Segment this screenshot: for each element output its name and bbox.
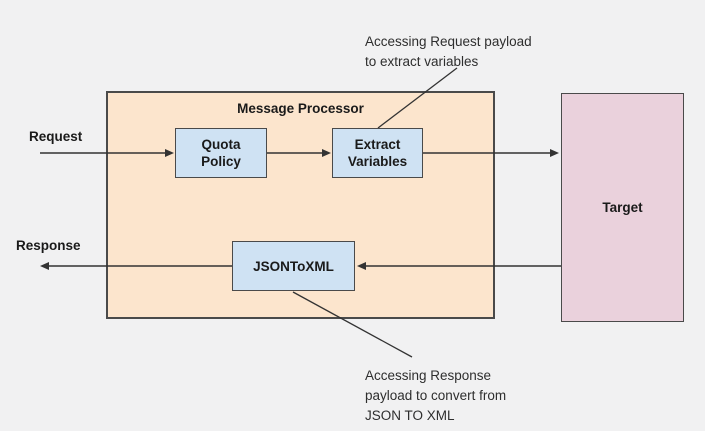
quota-policy-node: Quota Policy xyxy=(175,128,267,178)
quota-policy-label-line1: Quota xyxy=(201,137,241,152)
response-label: Response xyxy=(16,238,81,253)
quota-policy-label-line2: Policy xyxy=(201,154,241,169)
target-node: Target xyxy=(561,93,684,322)
extract-variables-node: Extract Variables xyxy=(332,128,423,178)
request-annotation-line2: to extract variables xyxy=(365,54,479,69)
jsontoxml-label: JSONToXML xyxy=(253,258,334,274)
response-annotation-line2: payload to convert from xyxy=(365,388,507,403)
request-annotation-line1: Accessing Request payload xyxy=(365,34,532,49)
request-label: Request xyxy=(29,129,83,144)
response-annotation-line3: JSON TO XML xyxy=(365,408,455,423)
message-processor-title: Message Processor xyxy=(237,101,364,116)
jsontoxml-node: JSONToXML xyxy=(232,241,355,291)
request-annotation: Accessing Request payload to extract var… xyxy=(365,32,532,72)
response-annotation-line1: Accessing Response xyxy=(365,368,492,383)
target-label: Target xyxy=(602,200,643,215)
response-annotation: Accessing Response payload to convert fr… xyxy=(365,366,506,426)
extract-variables-label-line2: Variables xyxy=(347,154,408,169)
extract-variables-label-line1: Extract xyxy=(354,137,401,152)
